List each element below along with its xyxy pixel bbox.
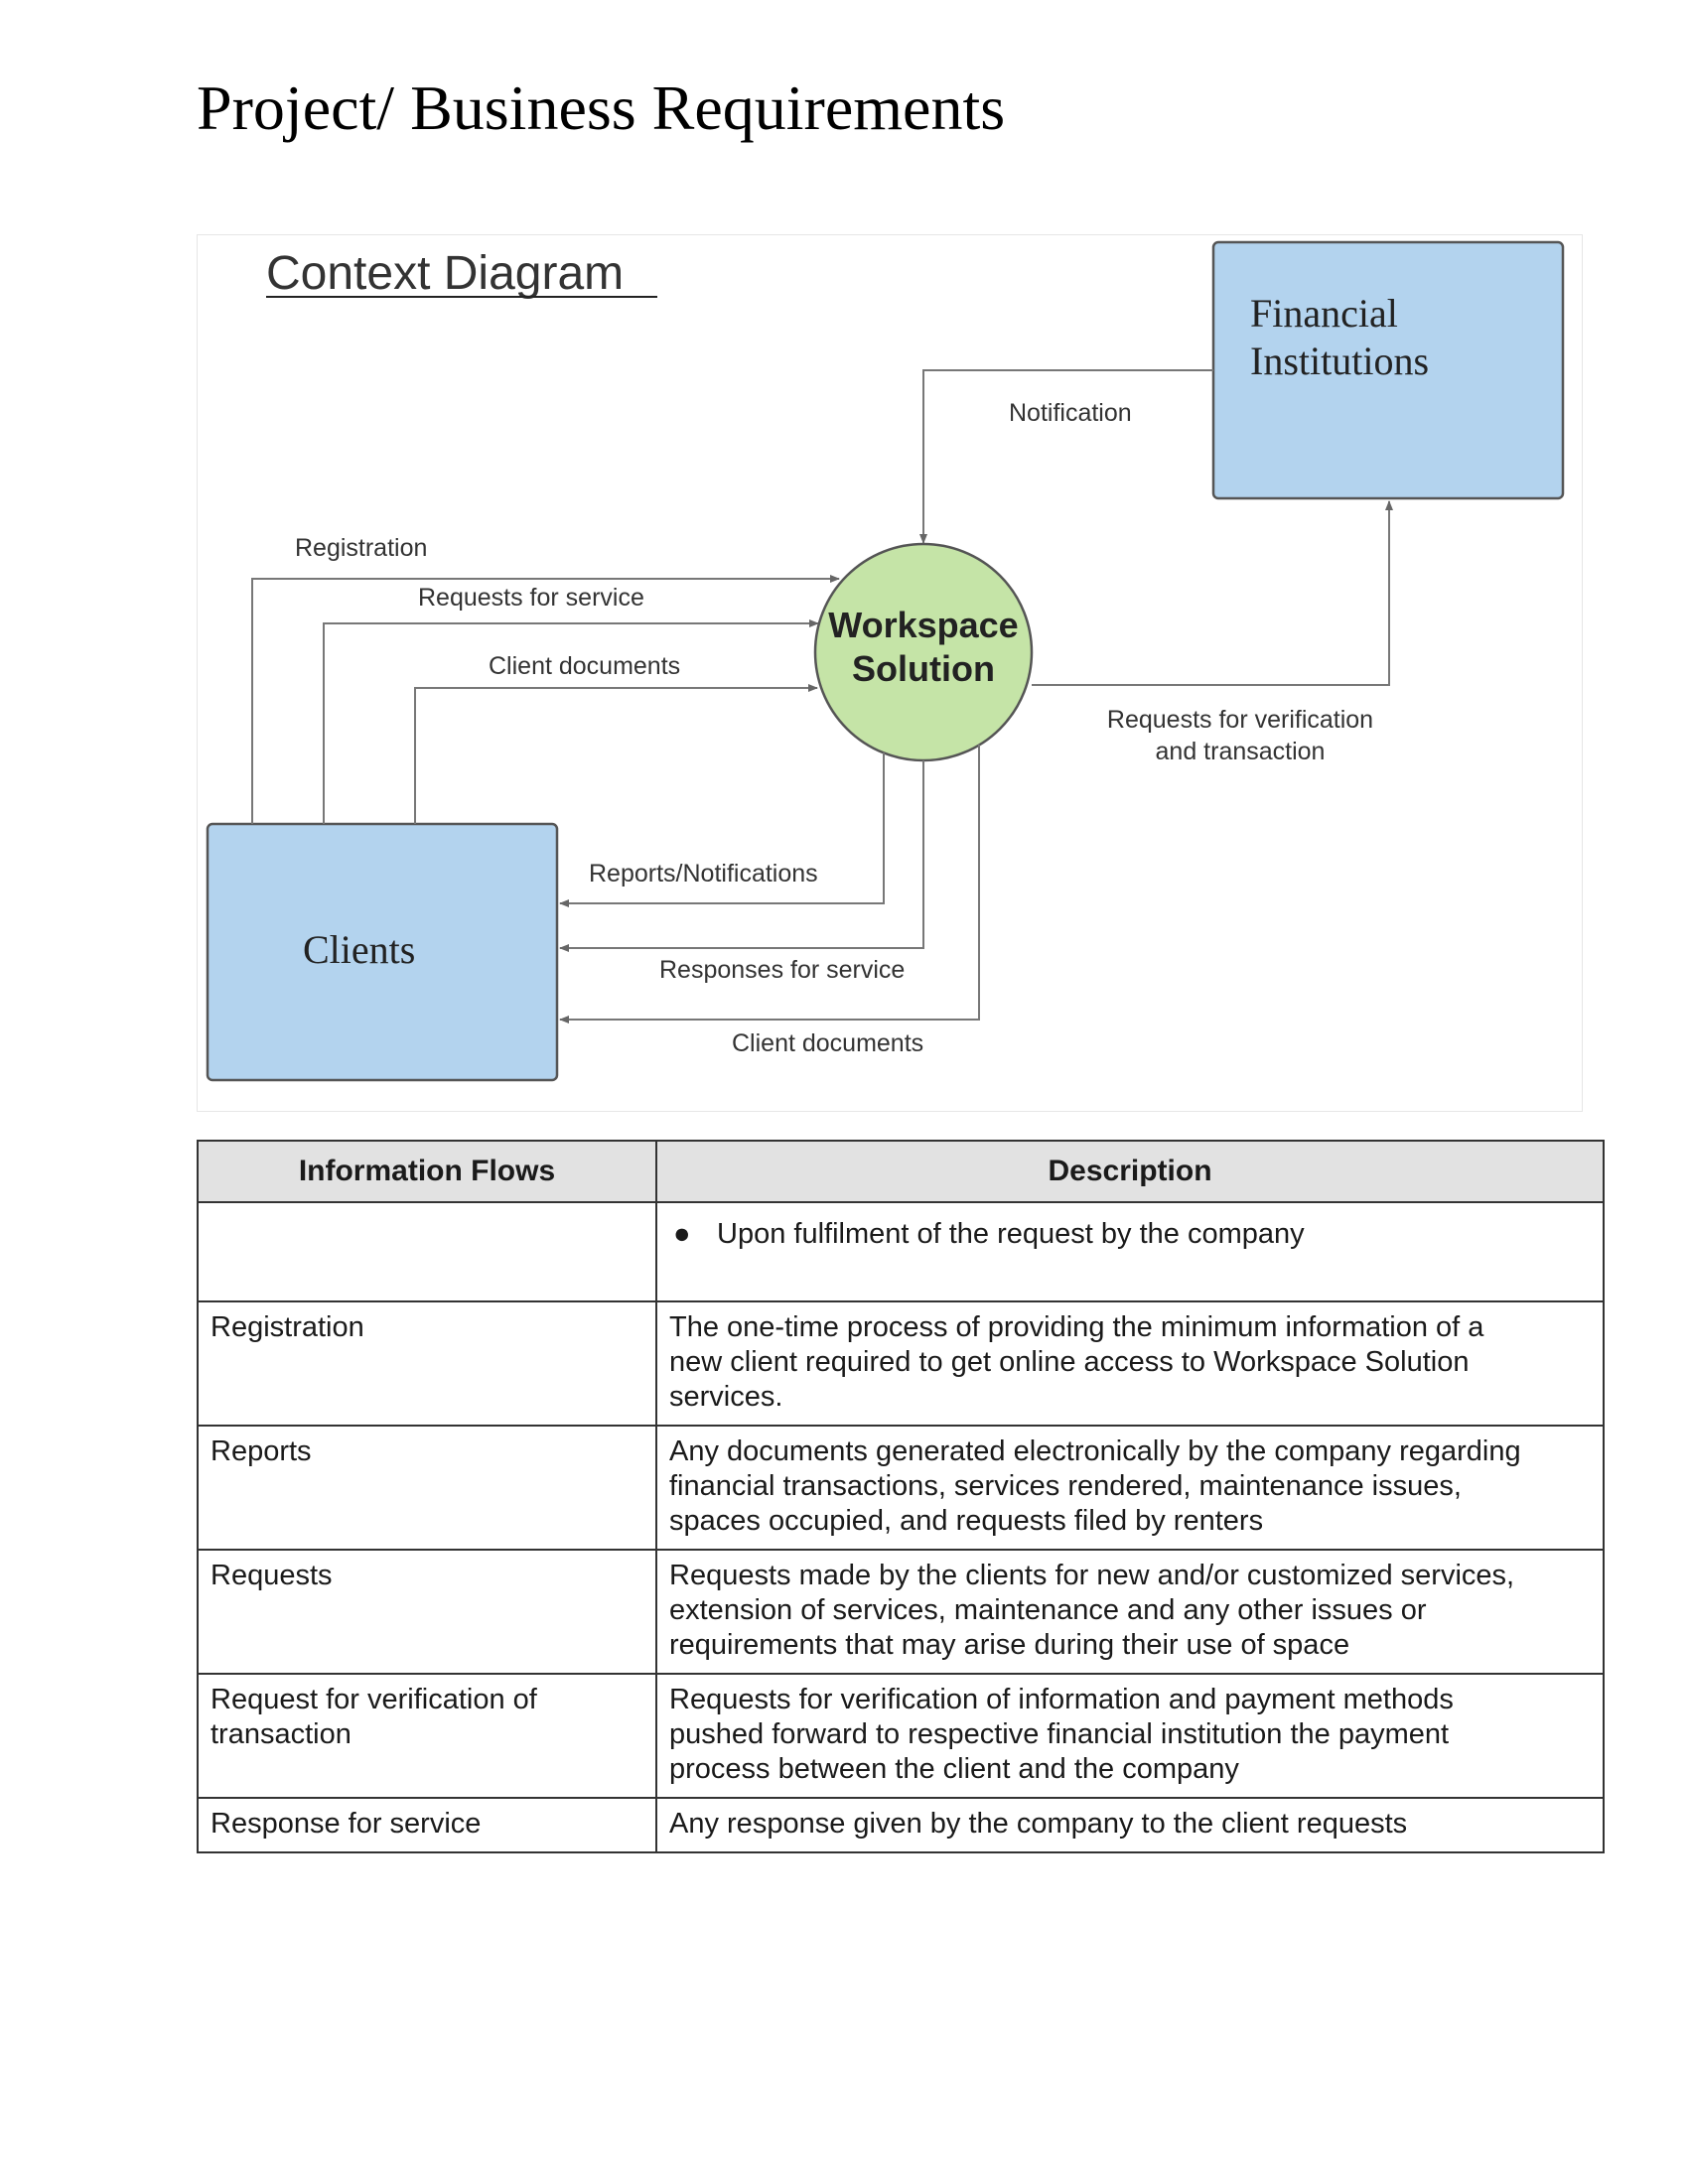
table-row: Requests Requests made by the clients fo… bbox=[197, 1549, 1605, 1675]
description-line: new client required to get online access… bbox=[669, 1346, 1470, 1378]
information-flows-table: Information Flows Description ● Upon fulf… bbox=[197, 1140, 1605, 1853]
workspace-solution-label-line2: Solution bbox=[852, 648, 995, 689]
context-diagram: Context Diagram Financial Institutions C… bbox=[197, 234, 1583, 1112]
flow-name-line: transaction bbox=[211, 1718, 352, 1750]
table-row: ● Upon fulfilment of the request by the c… bbox=[197, 1201, 1605, 1302]
description-cell: The one-time process of providing the mi… bbox=[655, 1300, 1605, 1427]
flow-name: Requests bbox=[211, 1560, 333, 1591]
flow-name: Response for service bbox=[211, 1808, 482, 1840]
page-title: Project/ Business Requirements bbox=[197, 72, 1006, 143]
flow-cell: Registration bbox=[197, 1300, 657, 1427]
registration-arrow bbox=[251, 575, 840, 824]
clients-label: Clients bbox=[303, 927, 415, 972]
header-description: Description bbox=[655, 1140, 1605, 1203]
description-line: Requests made by the clients for new and… bbox=[669, 1560, 1515, 1591]
clients-box bbox=[206, 822, 559, 1082]
description-line: spaces occupied, and requests filed by r… bbox=[669, 1505, 1264, 1537]
notification-arrow bbox=[919, 369, 1213, 544]
client-documents-out-arrow bbox=[559, 745, 980, 1024]
table-row: Response for service Any response given … bbox=[197, 1797, 1605, 1853]
description-line: requirements that may arise during their… bbox=[669, 1629, 1350, 1661]
description-line: process between the client and the compa… bbox=[669, 1753, 1239, 1785]
financial-institutions-label-line1: Financial bbox=[1250, 291, 1398, 336]
table-row: Reports Any documents generated electron… bbox=[197, 1425, 1605, 1551]
description-line: Any response given by the company to the… bbox=[669, 1808, 1408, 1840]
verification-label-line2: and transaction bbox=[1156, 738, 1326, 765]
bullet-icon: ● bbox=[673, 1218, 691, 1250]
description-line: The one-time process of providing the mi… bbox=[669, 1311, 1484, 1343]
table-row: Request for verification of transaction … bbox=[197, 1673, 1605, 1799]
description-cell: ● Upon fulfilment of the request by the c… bbox=[655, 1201, 1605, 1302]
flow-cell: Request for verification of transaction bbox=[197, 1673, 657, 1799]
description-cell: Any documents generated electronically b… bbox=[655, 1425, 1605, 1551]
description-line: Requests for verification of information… bbox=[669, 1684, 1454, 1715]
reports-notifications-label: Reports/Notifications bbox=[589, 860, 818, 887]
table-header-row: Information Flows Description bbox=[197, 1140, 1605, 1203]
flow-name: Registration bbox=[211, 1311, 364, 1343]
financial-institutions-label-line2: Institutions bbox=[1250, 339, 1429, 383]
bullet-text: Upon fulfilment of the request by the co… bbox=[717, 1218, 1305, 1250]
responses-for-service-arrow bbox=[559, 760, 924, 952]
context-diagram-canvas: Context Diagram Financial Institutions C… bbox=[206, 240, 1565, 1082]
description-cell: Requests for verification of information… bbox=[655, 1673, 1605, 1799]
flow-name: Reports bbox=[211, 1435, 312, 1467]
description-cell: Requests made by the clients for new and… bbox=[655, 1549, 1605, 1675]
requests-for-service-label: Requests for service bbox=[418, 584, 644, 612]
flow-cell-empty bbox=[197, 1201, 657, 1302]
registration-label: Registration bbox=[295, 534, 427, 562]
description-line: pushed forward to respective financial i… bbox=[669, 1718, 1450, 1750]
workspace-solution-label-line1: Workspace bbox=[828, 605, 1018, 645]
description-line: extension of services, maintenance and a… bbox=[669, 1594, 1427, 1626]
reports-notifications-arrow bbox=[559, 752, 885, 907]
verification-label-line1: Requests for verification bbox=[1107, 706, 1373, 734]
header-information-flows: Information Flows bbox=[197, 1140, 657, 1203]
table-row: Registration The one-time process of pro… bbox=[197, 1300, 1605, 1427]
flow-cell: Requests bbox=[197, 1549, 657, 1675]
client-documents-in-arrow bbox=[414, 684, 818, 824]
verification-arrow bbox=[1032, 500, 1393, 686]
description-line: financial transactions, services rendere… bbox=[669, 1470, 1462, 1502]
description-cell: Any response given by the company to the… bbox=[655, 1797, 1605, 1853]
client-documents-in-label: Client documents bbox=[489, 652, 680, 680]
flow-name-line: Request for verification of bbox=[211, 1684, 537, 1715]
flow-cell: Reports bbox=[197, 1425, 657, 1551]
client-documents-out-label: Client documents bbox=[732, 1029, 923, 1057]
notification-label: Notification bbox=[1009, 399, 1132, 427]
responses-for-service-label: Responses for service bbox=[659, 956, 905, 984]
description-line: services. bbox=[669, 1381, 783, 1413]
flow-cell: Response for service bbox=[197, 1797, 657, 1853]
requests-for-service-arrow bbox=[323, 619, 819, 824]
description-line: Any documents generated electronically b… bbox=[669, 1435, 1521, 1467]
diagram-title: Context Diagram bbox=[266, 247, 624, 300]
